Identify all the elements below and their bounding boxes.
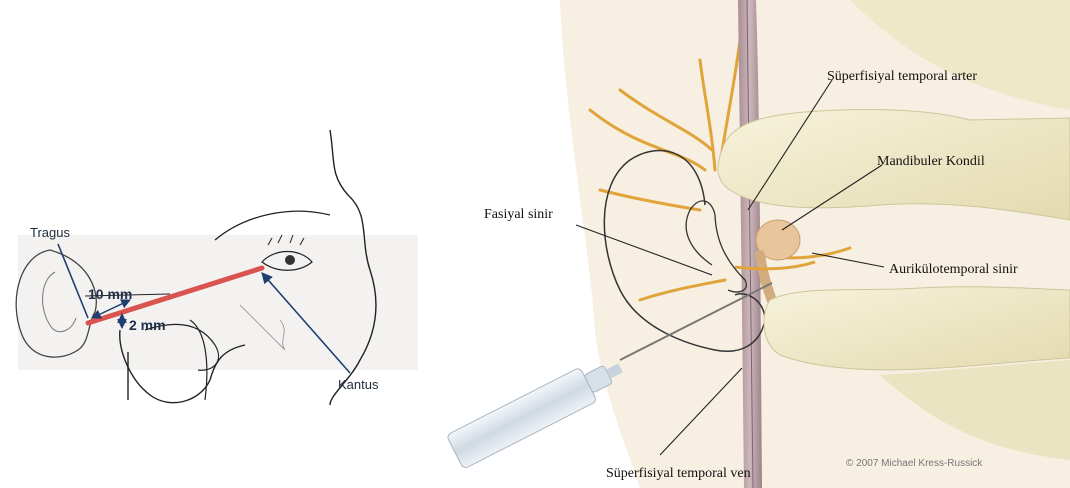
left-face-diagram: Tragus Kantus 10 mm 2 mm [16, 130, 418, 405]
pupil [285, 255, 295, 265]
label-10mm: 10 mm [88, 286, 132, 302]
label-kantus: Kantus [338, 377, 379, 392]
label-superficial-temporal-artery: Süperfisiyal temporal arter [827, 69, 977, 84]
label-mandibular-condyle: Mandibuler Kondil [877, 154, 985, 169]
label-superficial-temporal-vein: Süperfisiyal temporal ven [606, 466, 751, 481]
label-tragus: Tragus [30, 225, 70, 240]
label-2mm: 2 mm [129, 317, 166, 333]
copyright-text: © 2007 Michael Kress-Russick [846, 458, 983, 469]
right-anatomical-illustration: Süperfisiyal temporal arter Mandibuler K… [446, 0, 1070, 488]
label-auriculotemporal-nerve: Aurikülotemporal sinir [889, 262, 1018, 277]
syringe [446, 351, 629, 469]
label-facial-nerve: Fasiyal sinir [484, 207, 553, 222]
lower-gloved-finger [764, 287, 1070, 370]
